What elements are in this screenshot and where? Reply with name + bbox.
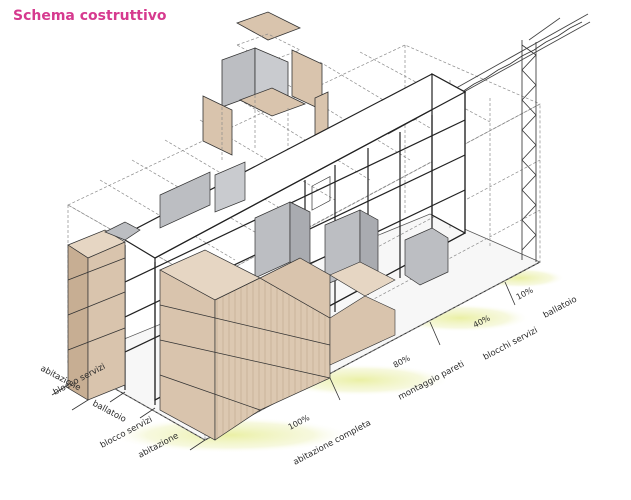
housing-block-left [67,221,141,401]
housing-block-front [159,249,396,441]
exploded-module [202,11,329,160]
phase-label-3: blocchi servizi [482,326,540,363]
phase-label-4: ballatoio [542,295,579,321]
left-label-ballatoio: ballatoio [91,399,128,425]
page-title: Schema costruttivo [13,8,167,24]
service-blocks [159,161,449,286]
